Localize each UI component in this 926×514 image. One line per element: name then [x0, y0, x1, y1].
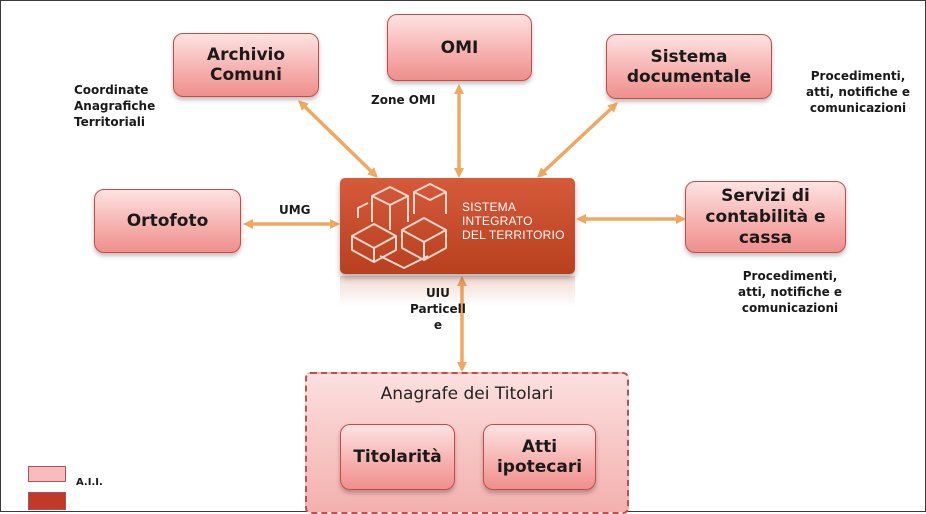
legend-label-aii: A.I.I. [76, 477, 103, 488]
archivio-comuni-box: Archivio Comuni [173, 33, 319, 97]
city-logo-icon [351, 183, 447, 269]
omi-box: OMI [387, 14, 532, 81]
servizi-contabilita-box: Servizi di contabilità e cassa [685, 181, 846, 253]
label-zone-omi: Zone OMI [371, 93, 436, 107]
sistema-documentale-box: Sistema documentale [606, 34, 772, 99]
legend-swatch-light [28, 466, 66, 482]
anagrafe-title: Anagrafe dei Titolari [380, 384, 554, 404]
arrow-archivio [298, 100, 378, 178]
anagrafe-titolari-container: Anagrafe dei Titolari Titolarità Atti ip… [305, 372, 629, 514]
label-procedimenti-right: Procedimenti, atti, notifiche e comunica… [738, 269, 843, 315]
sistema-integrato-label: SISTEMA INTEGRATO DEL TERRITORIO [462, 200, 565, 242]
legend-swatch-dark [28, 492, 66, 510]
label-procedimenti-top: Procedimenti, atti, notifiche e comunica… [806, 69, 911, 115]
titolarita-box: Titolarità [340, 424, 455, 490]
center-reflection [340, 276, 575, 306]
atti-ipotecari-box: Atti ipotecari [483, 424, 596, 490]
label-umg: UMG [279, 203, 311, 217]
label-uiu-particelle: UIU Particell e [410, 286, 466, 332]
sistema-integrato-box: SISTEMA INTEGRATO DEL TERRITORIO [340, 178, 575, 274]
arrow-documentale [537, 102, 618, 178]
ortofoto-box: Ortofoto [94, 189, 241, 253]
label-coordinate-anagrafiche: Coordinate Anagrafiche Territoriali [74, 83, 156, 129]
